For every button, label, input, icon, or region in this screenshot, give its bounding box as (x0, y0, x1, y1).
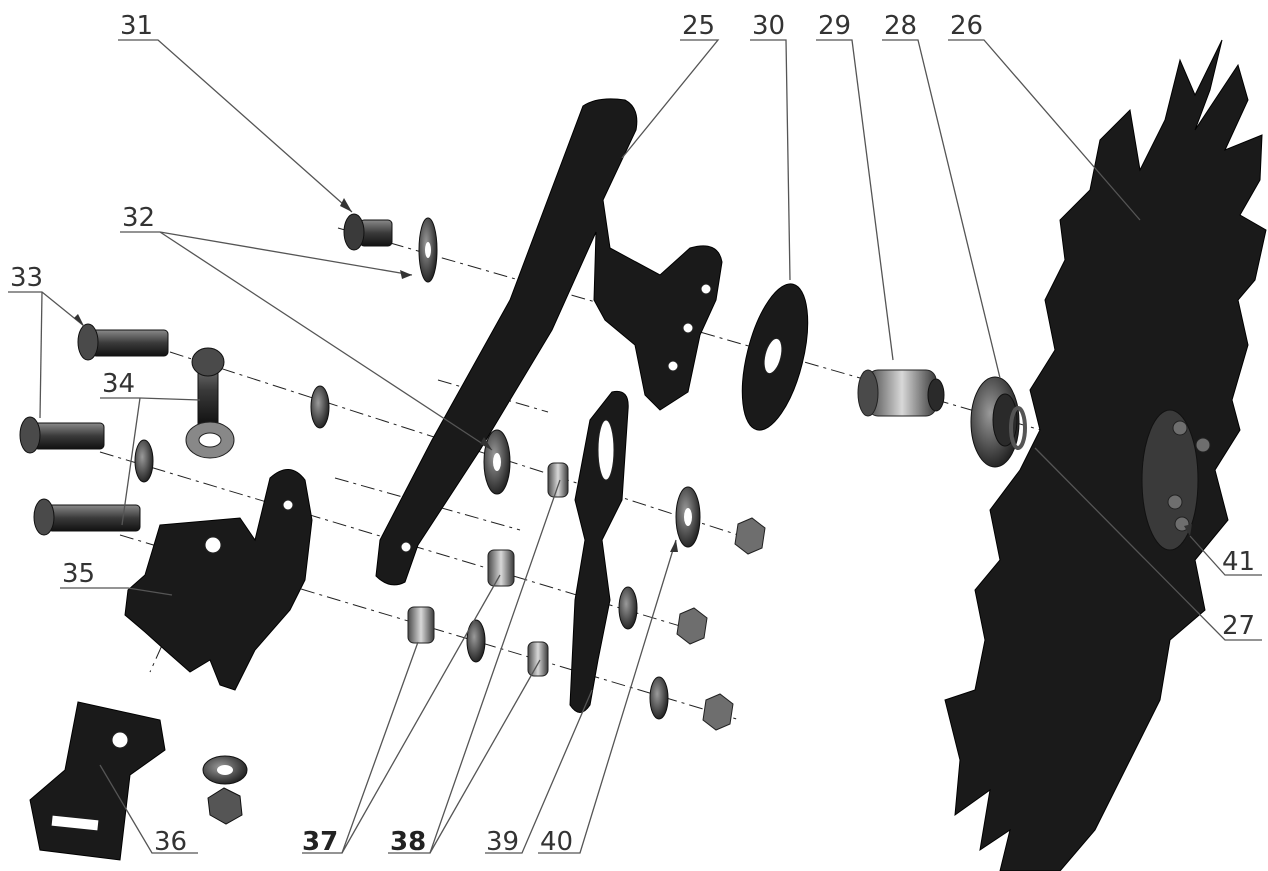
arrowheads (74, 198, 1192, 552)
plate-part-39 (569, 390, 629, 713)
callout-31: 31 (120, 11, 153, 41)
long-bolts-part-33 (19, 323, 169, 536)
callout-34: 34 (102, 369, 135, 399)
spacers-part-37 (407, 549, 515, 644)
callout-35: 35 (62, 559, 95, 589)
leader-lines (8, 39, 1262, 854)
small-spacers-part-38 (527, 462, 569, 677)
callout-28: 28 (884, 11, 917, 41)
cover-disc-part-30 (741, 283, 809, 431)
callout-33: 33 (10, 263, 43, 293)
arm-part-25 (375, 98, 723, 586)
callout-38: 38 (390, 827, 426, 857)
callout-labels: 31 25 30 29 28 26 32 33 34 35 36 37 38 3… (10, 11, 1255, 857)
callout-37: 37 (302, 827, 338, 857)
clamp-part-36 (29, 701, 166, 861)
disc-blade-part-26 (944, 39, 1267, 871)
callout-40: 40 (540, 827, 573, 857)
callout-27: 27 (1222, 611, 1255, 641)
nuts (202, 517, 766, 825)
snap-ring-part-27 (1009, 406, 1027, 450)
hub-spacer-part-29 (857, 369, 945, 417)
callout-39: 39 (486, 827, 519, 857)
bracket-part-35 (124, 469, 313, 691)
callout-32: 32 (122, 203, 155, 233)
callout-29: 29 (818, 11, 851, 41)
bolt-part-31 (343, 213, 438, 283)
washers (134, 385, 701, 720)
callout-30: 30 (752, 11, 785, 41)
callout-36: 36 (154, 827, 187, 857)
callout-26: 26 (950, 11, 983, 41)
eye-bolt-part-34 (185, 347, 235, 459)
callout-25: 25 (682, 11, 715, 41)
callout-41: 41 (1222, 547, 1255, 577)
